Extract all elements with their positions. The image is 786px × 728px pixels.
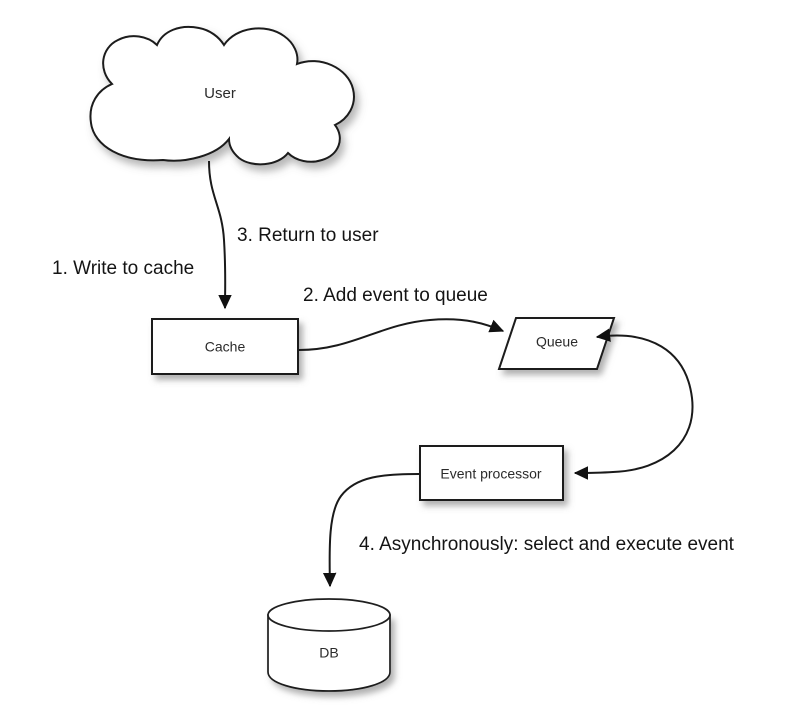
edge-queue-event-processor (573, 328, 694, 480)
node-event-processor[interactable]: Event processor (419, 445, 564, 501)
db-cylinder-top-ellipse (267, 598, 391, 632)
node-queue[interactable]: Queue (497, 317, 616, 370)
edge-cache-to-queue (298, 318, 505, 351)
node-user-label: User (204, 85, 236, 102)
cache-box-shape (151, 318, 299, 375)
node-event-processor-label: Event processor (440, 466, 541, 482)
db-cylinder-body-shape (267, 614, 391, 692)
edge-event-processor-to-db (322, 473, 420, 588)
event-processor-box-shape (419, 445, 564, 501)
node-db-label: DB (319, 645, 338, 661)
step-label-4: 4. Asynchronously: select and execute ev… (359, 534, 735, 555)
cloud-shape (89, 26, 355, 166)
node-user[interactable]: User (89, 26, 355, 166)
node-cache[interactable]: Cache (151, 318, 299, 375)
step-label-2: 2. Add event to queue (303, 285, 488, 306)
node-cache-label: Cache (205, 339, 246, 355)
step-label-3: 3. Return to user (237, 225, 379, 246)
node-db[interactable]: DB (267, 598, 391, 692)
node-queue-label: Queue (536, 334, 578, 350)
edge-user-to-cache (208, 160, 232, 310)
step-label-1: 1. Write to cache (52, 258, 194, 279)
